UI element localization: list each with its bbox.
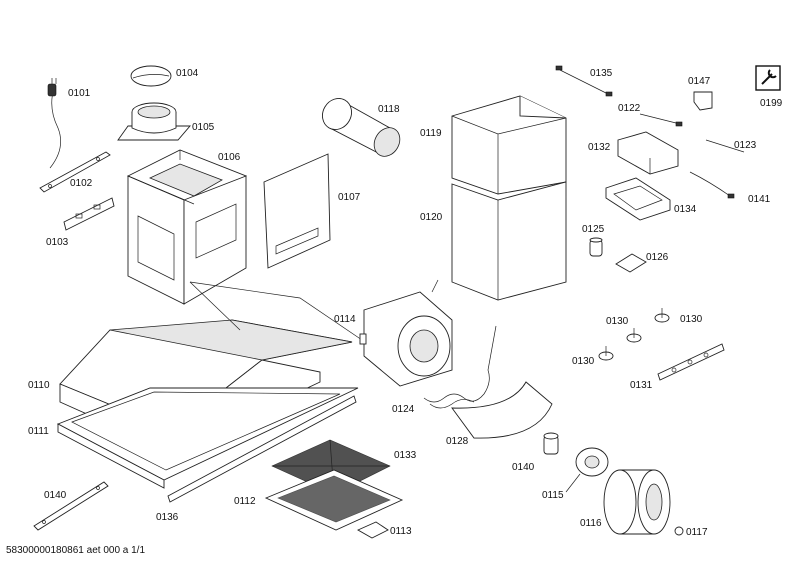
label-0106: 0106	[218, 152, 241, 163]
label-0114: 0114	[334, 314, 356, 325]
part-0107-panel	[263, 153, 331, 269]
part-0134-control-board	[605, 177, 671, 221]
part-0105-flange	[117, 102, 191, 141]
part-0112-filter-frame	[264, 469, 404, 531]
label-0107: 0107	[338, 192, 361, 203]
part-0116-fan-wheel	[603, 469, 671, 535]
part-0113-clip	[357, 521, 389, 539]
part-0147-clip	[693, 91, 713, 111]
part-0126-switch	[615, 253, 647, 273]
part-0118-cylinder	[322, 98, 401, 157]
label-0130-c: 0130	[572, 356, 595, 367]
part-0130-knob-a	[598, 346, 614, 361]
part-0125-capacitor	[589, 237, 603, 257]
label-0118: 0118	[378, 104, 400, 115]
label-0113: 0113	[390, 526, 412, 537]
part-0115-motor	[565, 447, 609, 493]
label-0125: 0125	[582, 224, 605, 235]
label-0102: 0102	[70, 178, 93, 189]
part-0130-knob-b	[626, 328, 642, 343]
label-0111: 0111	[28, 426, 49, 437]
label-0147: 0147	[688, 76, 711, 87]
manual-wrench-icon	[755, 65, 781, 91]
label-0141: 0141	[748, 194, 771, 205]
part-0103-strip	[63, 197, 115, 231]
part-0117-nut	[674, 526, 684, 536]
label-0104: 0104	[176, 68, 199, 79]
part-0136-trim	[167, 395, 357, 503]
part-0119-chimney-upper	[451, 95, 567, 195]
label-0134: 0134	[674, 204, 697, 215]
label-0103: 0103	[46, 237, 69, 248]
document-id-footer: 58300000180861 aet 000 a 1/1	[6, 545, 146, 556]
label-0135: 0135	[590, 68, 613, 79]
part-0102-bracket	[39, 151, 111, 193]
label-0132: 0132	[588, 142, 611, 153]
part-0106-housing	[126, 149, 248, 305]
label-0131: 0131	[630, 380, 653, 391]
part-0128-curved-cover	[451, 381, 553, 439]
label-0130-b: 0130	[680, 314, 703, 325]
label-0101: 0101	[68, 88, 91, 99]
part-0135-cable	[555, 65, 613, 97]
label-0112: 0112	[234, 496, 256, 507]
part-0132-box	[617, 131, 679, 175]
label-0133: 0133	[394, 450, 417, 461]
part-0104-cover	[130, 65, 172, 87]
part-0123-wire	[705, 139, 745, 153]
part-0140-spacer	[543, 432, 559, 455]
label-0124: 0124	[392, 404, 415, 415]
part-0131-panel-strip	[657, 343, 725, 381]
label-0117: 0117	[686, 527, 708, 538]
part-0124-coil	[423, 325, 497, 409]
label-0136: 0136	[156, 512, 179, 523]
label-0123: 0123	[734, 140, 757, 151]
label-0119: 0119	[420, 128, 442, 139]
label-0120: 0120	[420, 212, 443, 223]
label-0199: 0199	[760, 98, 783, 109]
part-0140-strip-left	[33, 481, 109, 531]
label-0130-a: 0130	[606, 316, 629, 327]
part-0111-frame	[56, 387, 359, 489]
part-0114-blower	[359, 279, 453, 387]
label-0122: 0122	[618, 103, 641, 114]
label-0116: 0116	[580, 518, 602, 529]
part-0101-plug-cord	[47, 78, 61, 169]
label-0126: 0126	[646, 252, 669, 263]
part-0122-wire	[639, 113, 683, 127]
part-0120-chimney-lower	[451, 181, 567, 301]
label-0115: 0115	[542, 490, 564, 501]
part-0130-knob-c	[654, 308, 670, 323]
label-0140-right: 0140	[512, 462, 535, 473]
label-0110: 0110	[28, 380, 50, 391]
label-0140-left: 0140	[44, 490, 67, 501]
label-0128: 0128	[446, 436, 469, 447]
label-0105: 0105	[192, 122, 215, 133]
part-0141-harness	[689, 171, 735, 199]
